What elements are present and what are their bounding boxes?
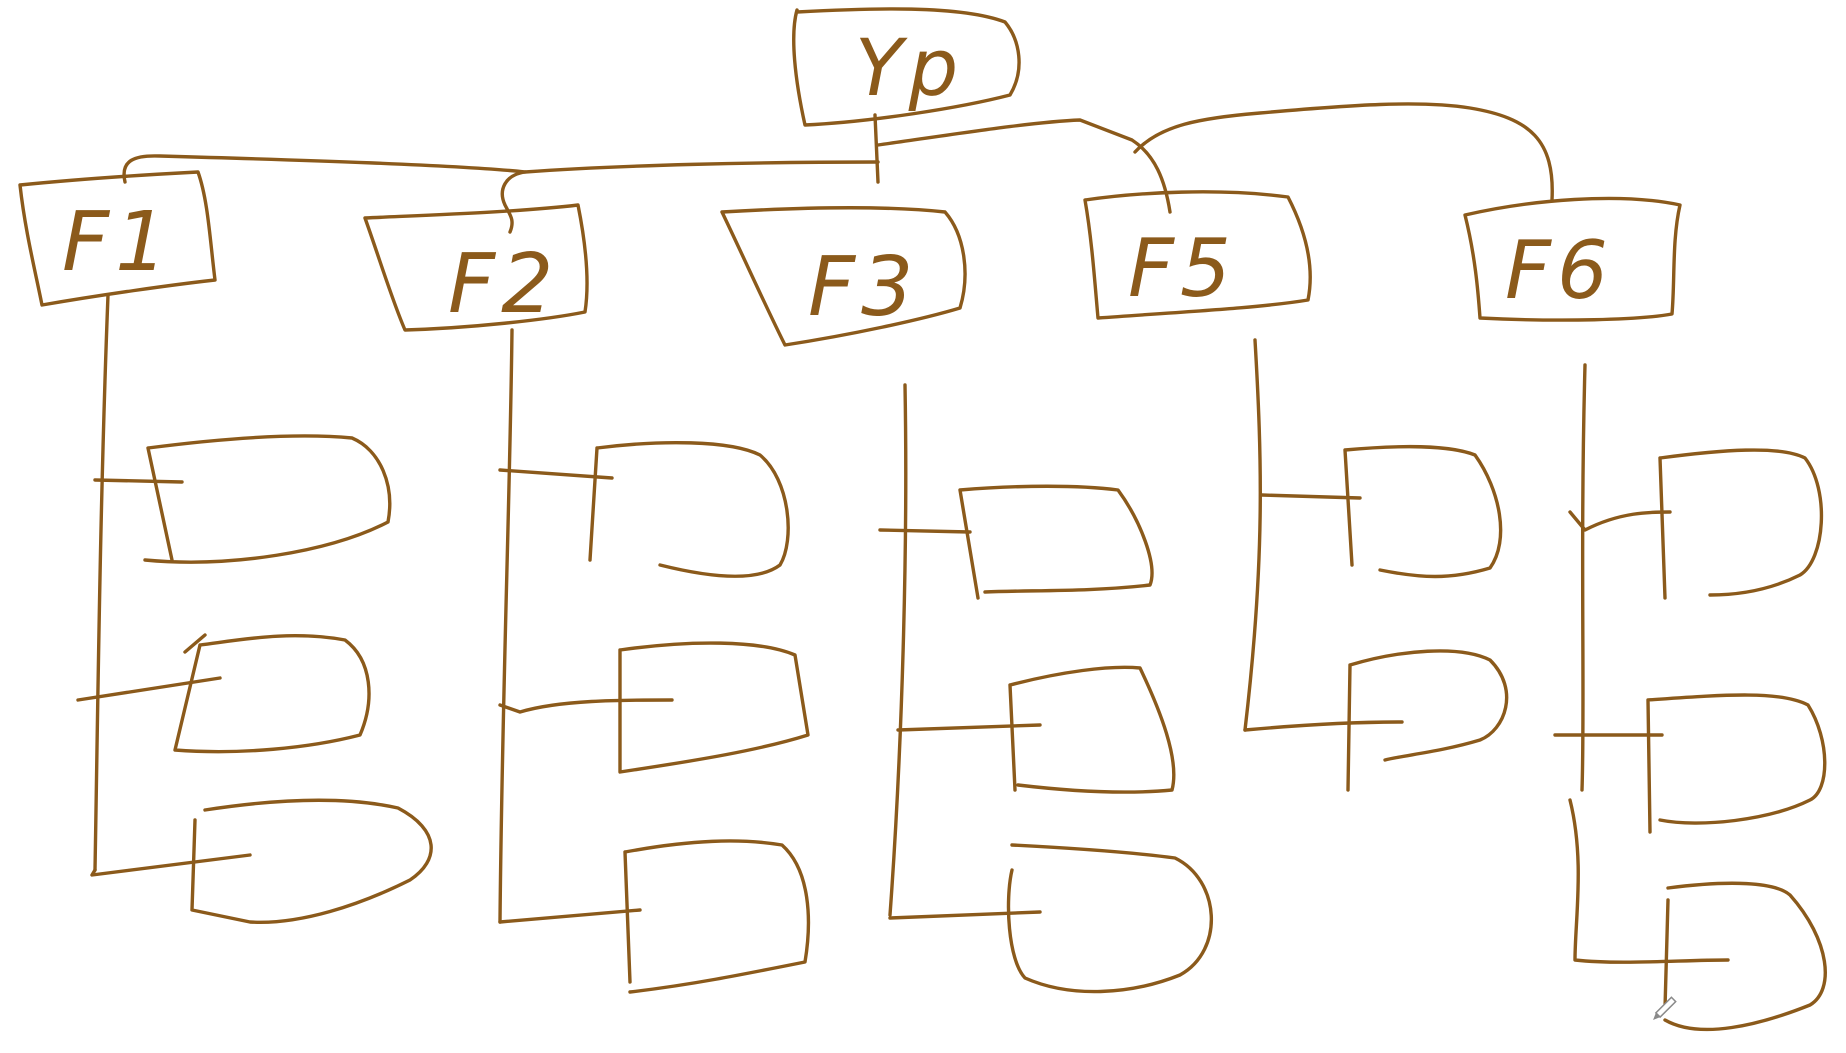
feature-label: F6: [1505, 224, 1614, 317]
feature-label: F5: [1128, 222, 1237, 315]
pen-cursor-icon: [1653, 996, 1677, 1020]
feature-f5: F5: [1083, 190, 1312, 320]
feature-label: F3: [808, 240, 919, 335]
connector-root-to-f5: [876, 118, 1172, 214]
spine-f5: [1243, 338, 1262, 732]
and-gate: [498, 441, 790, 578]
and-gate: [498, 641, 810, 774]
root-label: Yp: [855, 24, 964, 114]
feature-label: F2: [448, 237, 559, 332]
and-gate: [1553, 693, 1827, 834]
feature-box: [720, 206, 967, 347]
feature-f3: F3: [720, 206, 967, 347]
spine-f3: [888, 383, 908, 917]
and-gate: [888, 843, 1213, 994]
and-gate: [896, 665, 1176, 794]
spine-f6: [1580, 363, 1587, 792]
f2-gates: [498, 441, 811, 994]
feature-spines: [93, 293, 1587, 924]
f1-gates: [76, 434, 433, 924]
f6-gates: [1553, 448, 1827, 1032]
and-gate: [878, 484, 1154, 600]
feature-label: F1: [62, 195, 173, 290]
feature-box: [363, 203, 589, 332]
and-gate: [1243, 649, 1509, 792]
and-gate: [93, 434, 392, 564]
connector-root-to-f2: [500, 170, 527, 234]
spine-f1: [93, 293, 110, 872]
feature-f6: F6: [1463, 196, 1682, 322]
connector-root-to-f1: [122, 154, 880, 184]
f3-gates: [878, 484, 1213, 994]
spine-f2: [498, 328, 514, 924]
and-gate: [498, 839, 811, 994]
f5-gates: [1243, 445, 1509, 792]
feature-box: [18, 170, 217, 307]
connector-root-stem: [873, 113, 880, 184]
feature-box: [1463, 196, 1682, 322]
and-gate: [1568, 798, 1827, 1032]
connector-root-to-f6: [1133, 102, 1554, 202]
and-gate: [76, 633, 371, 754]
root-node: Yp: [792, 7, 1021, 127]
and-gate: [1568, 448, 1824, 600]
feature-box: [1083, 190, 1312, 320]
feature-f1: F1: [18, 170, 217, 307]
feature-f2: F2: [363, 203, 589, 332]
root-box: [792, 7, 1021, 127]
and-gate: [1260, 445, 1503, 579]
and-gate: [90, 798, 433, 924]
root-connectors: [122, 102, 1554, 234]
